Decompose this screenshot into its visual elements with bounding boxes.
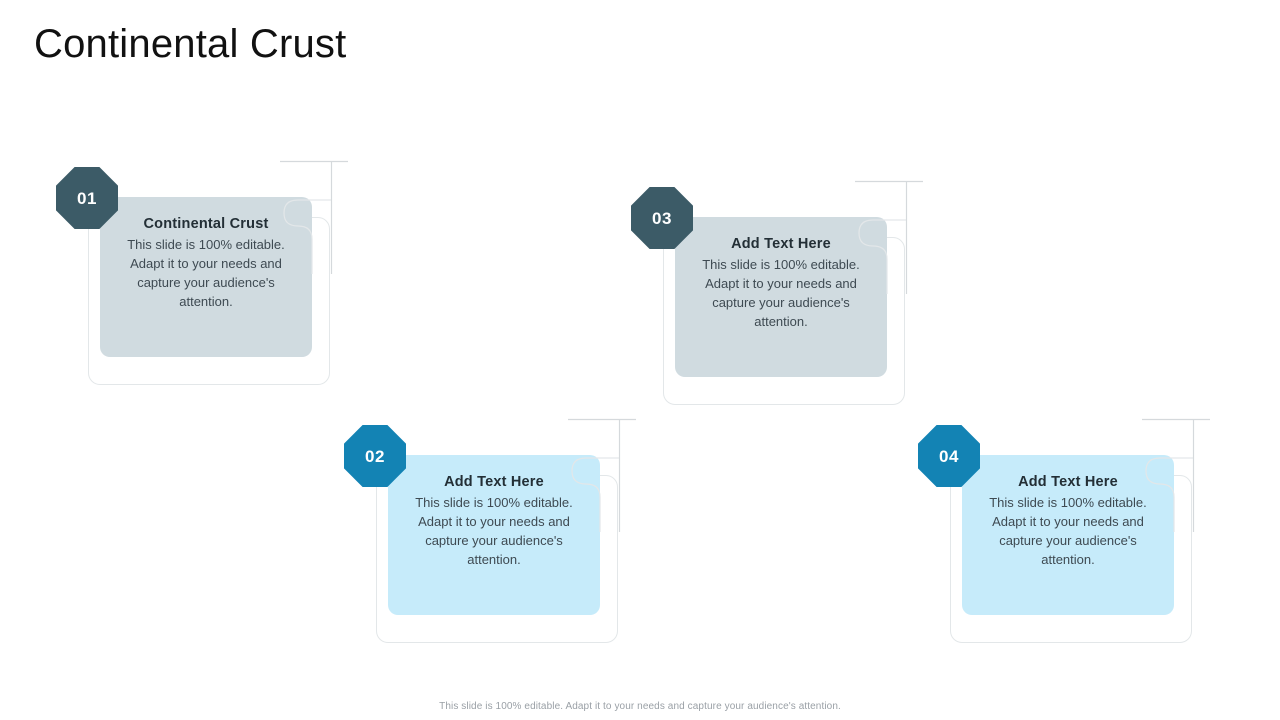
footer-note: This slide is 100% editable. Adapt it to…	[439, 701, 841, 712]
card-body-02: This slide is 100% editable. Adapt it to…	[415, 494, 573, 567]
card-body-04: This slide is 100% editable. Adapt it to…	[989, 494, 1147, 567]
card-number-02: 02	[365, 446, 385, 466]
card-badge-02: 02	[344, 425, 406, 487]
card-title-04: Add Text Here	[1018, 474, 1118, 490]
card-content-01[interactable]: 01 Continental Crust This slide is 100% …	[56, 167, 312, 357]
card-number-03: 03	[652, 208, 672, 228]
card-body-03: This slide is 100% editable. Adapt it to…	[702, 256, 860, 329]
card-number-04: 04	[939, 446, 959, 466]
card-title-02: Add Text Here	[444, 474, 544, 490]
card-content-03[interactable]: 03 Add Text Here This slide is 100% edit…	[631, 187, 887, 377]
card-block-02: 02 Add Text Here This slide is 100% edit…	[344, 418, 636, 645]
card-number-01: 01	[77, 188, 97, 208]
card-body-01: This slide is 100% editable. Adapt it to…	[127, 236, 285, 309]
card-badge-04: 04	[918, 425, 980, 487]
card-title-03: Add Text Here	[731, 236, 831, 252]
card-badge-01: 01	[56, 167, 118, 229]
card-content-02[interactable]: 02 Add Text Here This slide is 100% edit…	[344, 425, 600, 615]
card-block-03: 03 Add Text Here This slide is 100% edit…	[631, 180, 923, 407]
card-block-04: 04 Add Text Here This slide is 100% edit…	[918, 418, 1210, 645]
card-title-01: Continental Crust	[143, 216, 269, 232]
page-title: Continental Crust	[34, 22, 347, 66]
card-badge-03: 03	[631, 187, 693, 249]
card-block-01: 01 Continental Crust This slide is 100% …	[56, 160, 348, 387]
card-content-04[interactable]: 04 Add Text Here This slide is 100% edit…	[918, 425, 1174, 615]
